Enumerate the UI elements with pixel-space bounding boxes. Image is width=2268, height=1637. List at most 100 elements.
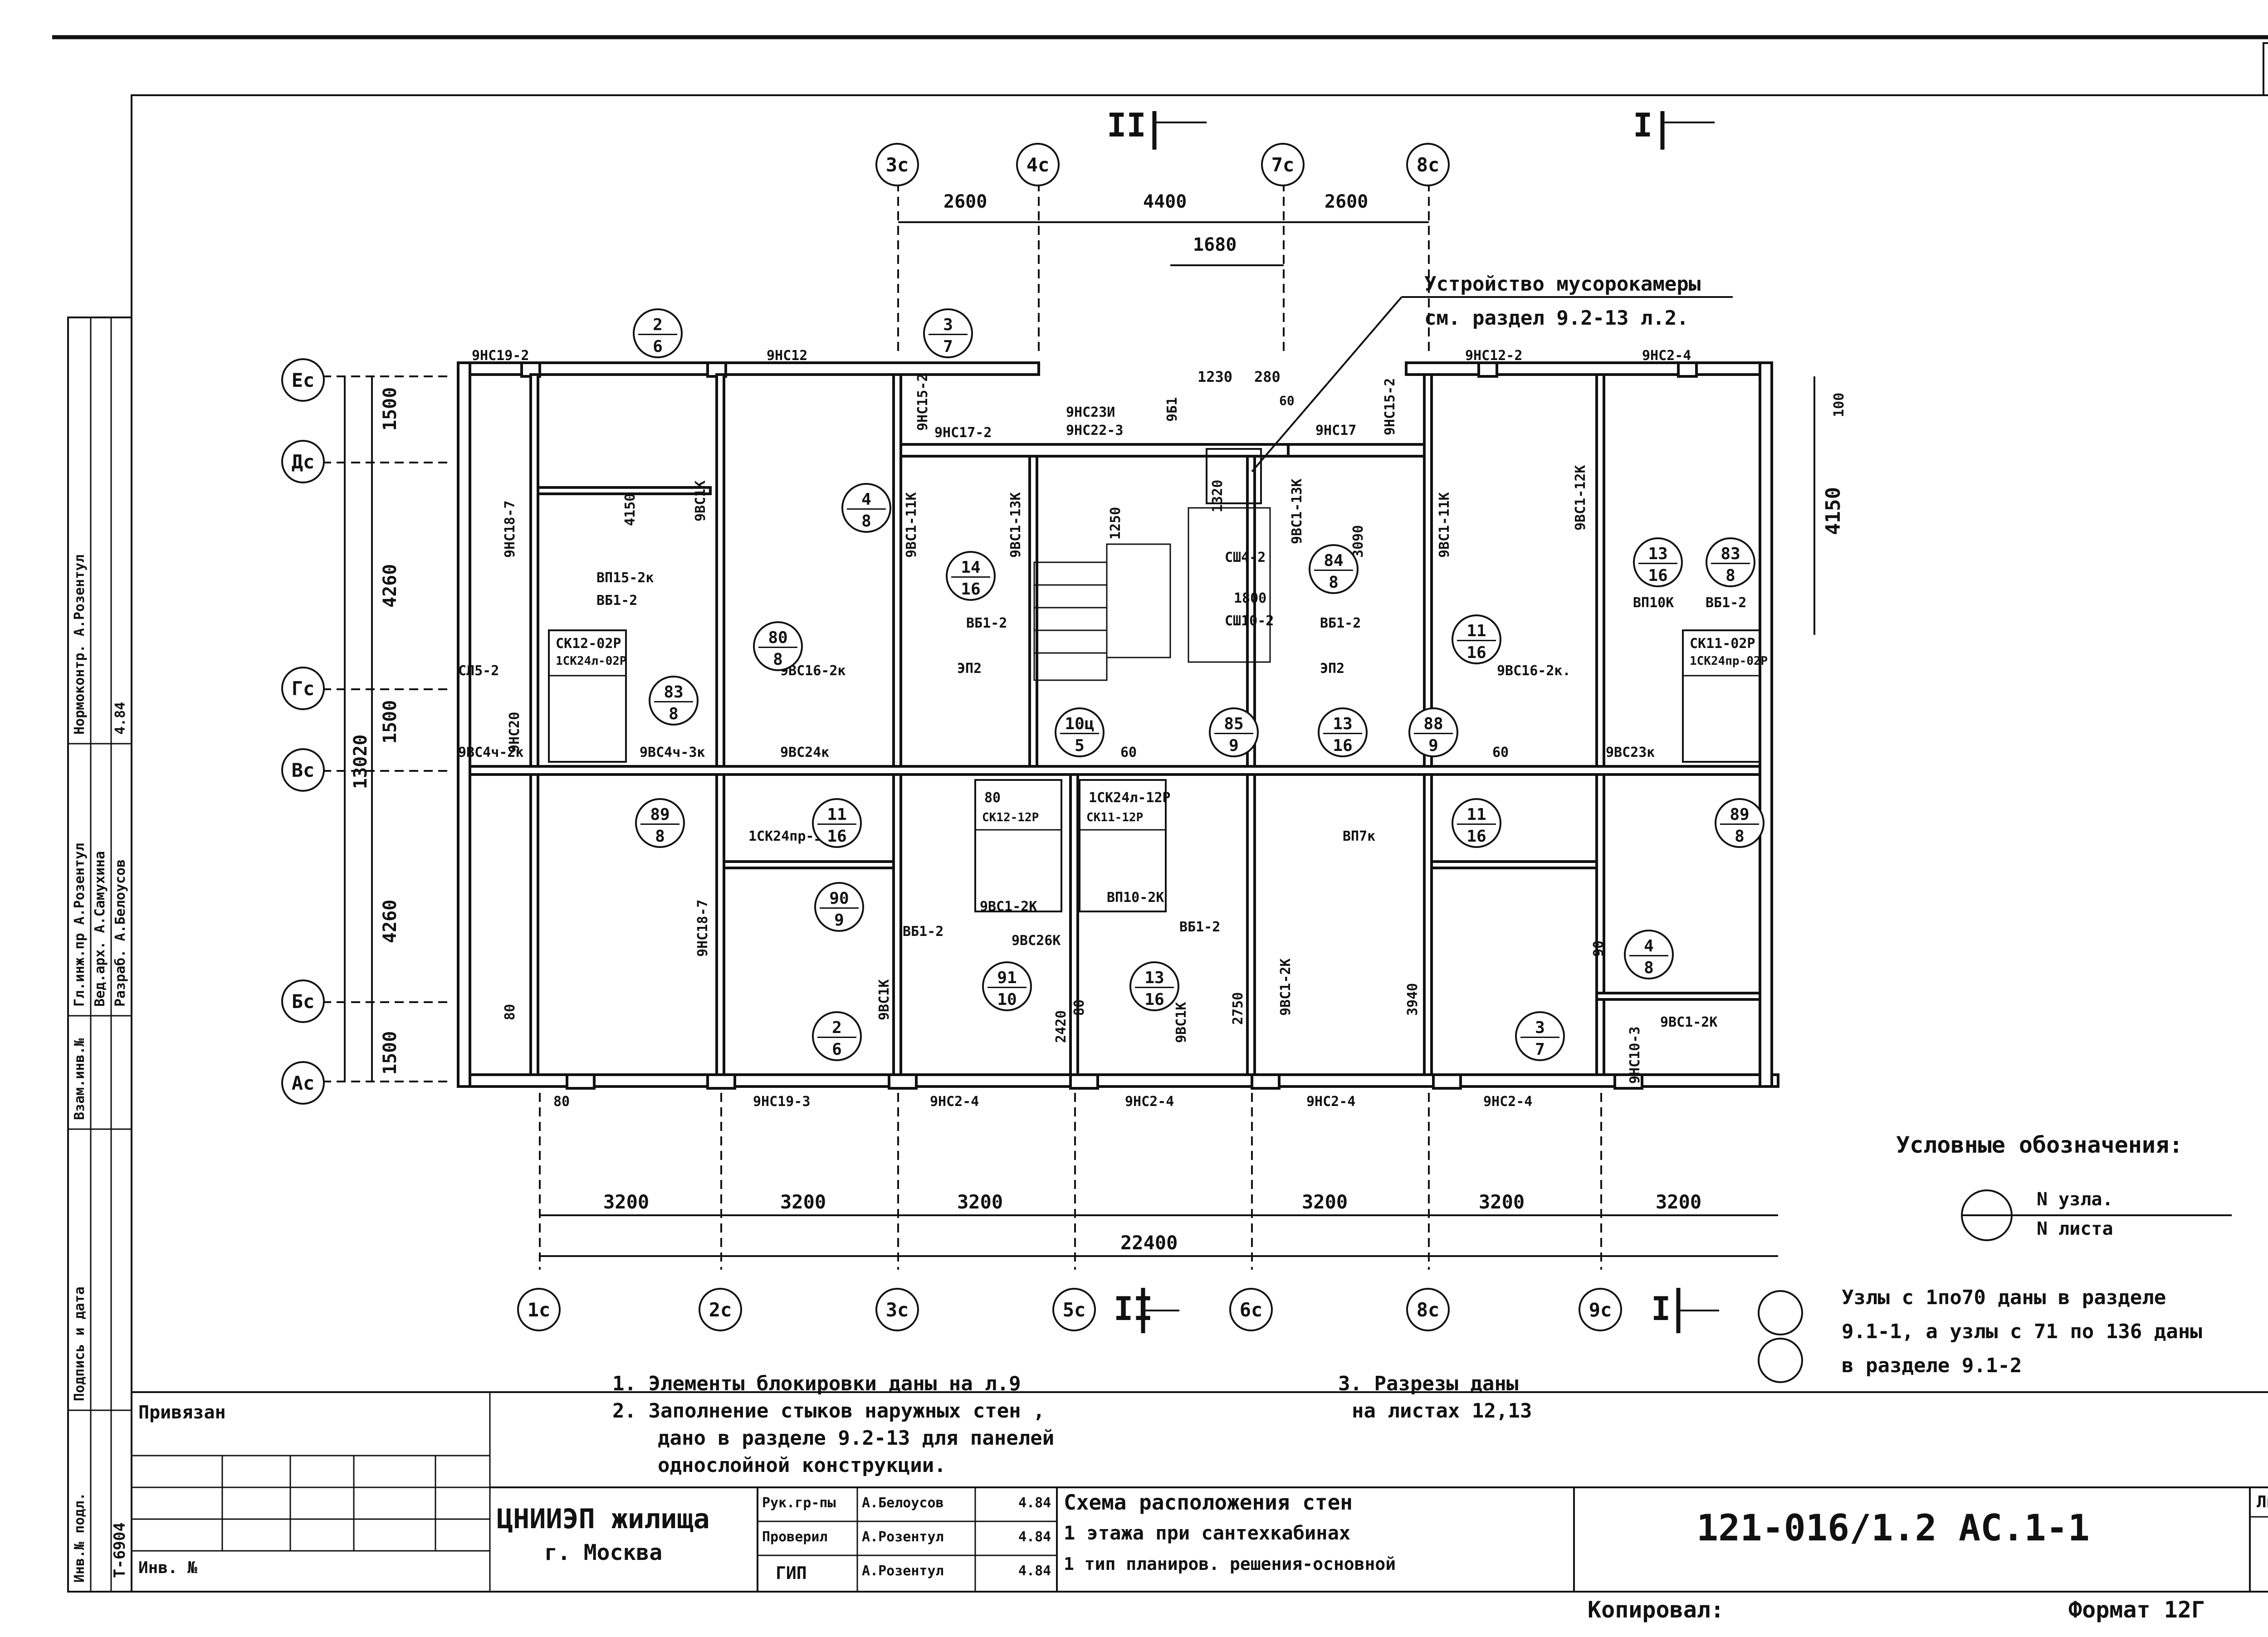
title-block [131, 1391, 2268, 1593]
wall-label: 9ВС1-13К [1008, 492, 1024, 558]
wall-label: 9ВС1-2К [1660, 1014, 1718, 1030]
wall-label: 1250 [1108, 507, 1124, 540]
axis-left-E: Ес [281, 358, 325, 402]
legend-bottom: N листа [2037, 1218, 2113, 1239]
wall-label: 90 [1591, 940, 1607, 957]
wall-label: 9ВС1-13К [1289, 478, 1305, 545]
tb-date-1: 4.84 [1018, 1495, 1051, 1511]
dim-right-100: 100 [1831, 392, 1847, 417]
wall-label: 3940 [1405, 983, 1421, 1016]
left-strip-podpis: Подпись и дата [72, 1286, 88, 1401]
axis-left-A: Ас [281, 1061, 325, 1105]
wall-label: ВБ1-2 [1706, 595, 1747, 611]
wall-label: ЭП2 [1320, 661, 1345, 677]
wall-label: 1СК24л-12Р [1089, 790, 1171, 806]
wall-label: СЛ5-2 [458, 663, 499, 679]
dim-top-2600-a: 2600 [943, 191, 987, 212]
wall-label: 9ВС1-2К [980, 899, 1037, 915]
legend-title: Условные обозначения: [1896, 1132, 2183, 1158]
legend-symbol [1961, 1189, 2232, 1241]
tb-privyazan: Привязан [138, 1402, 226, 1423]
tb-list-label: Лист [2257, 1493, 2268, 1511]
stair-flight [1033, 448, 1271, 681]
interior-walls [469, 373, 1761, 1076]
axis-left-G: Гс [281, 667, 325, 710]
tb-code: 121-016/1.2 АС.1-1 [1696, 1507, 2090, 1549]
dim-bottom-22400: 22400 [1120, 1232, 1178, 1254]
dim-top-1680: 1680 [1193, 234, 1237, 255]
footer-format: Формат 12Г [2068, 1597, 2205, 1623]
wall-label: 1320 [1210, 479, 1226, 512]
tb-role-2: Проверил [762, 1529, 828, 1545]
wall-label: 9НС17 [1315, 423, 1357, 438]
left-strip-vzam: Взам.инв.№ [72, 1038, 88, 1120]
callout-leader [1251, 296, 1403, 473]
dim-bottom-3200-2: 3200 [780, 1191, 826, 1213]
wall-label: ВБ1-2 [596, 593, 638, 609]
axis-top-7c: 7с [1261, 143, 1305, 186]
dim-left-4260-b: 4260 [380, 899, 401, 943]
dim-top-60: 60 [1279, 393, 1295, 408]
wall-label: ВБ1-2 [1320, 615, 1361, 631]
wall-label: 2420 [1053, 1010, 1069, 1043]
tb-title-1: Схема расположения стен [1064, 1490, 1353, 1515]
wall-label: СК12-02Р [556, 636, 621, 652]
note-3a: 3. Разрезы даны [1338, 1372, 1519, 1395]
axis-bottom-6c: 6с [1229, 1288, 1273, 1331]
tb-role-1: Рук.гр-пы [762, 1495, 836, 1511]
wall-label: ВБ1-2 [966, 615, 1007, 631]
legend-note-3: в разделе 9.1-2 [1842, 1354, 2022, 1377]
left-strip-inv-podl: Инв.№ подл. [72, 1492, 88, 1583]
wall-label: 9ВС1-12К [1573, 465, 1589, 531]
wall-label: 4150 [622, 493, 638, 526]
wall-label: 9НС2-4 [1125, 1094, 1174, 1110]
axis-top-4c: 4с [1016, 143, 1060, 186]
wall-label: СК11-02Р [1690, 636, 1755, 652]
wall-label: 9ВС1-11К [1437, 492, 1452, 558]
dim-left-1500-a: 1500 [380, 387, 401, 431]
tb-date-2: 4.84 [1018, 1529, 1051, 1545]
section-bottom-right: I [1651, 1290, 1671, 1328]
wall-label: 9НС19-2 [472, 348, 529, 364]
wall-label: 9НС2-4 [1306, 1094, 1356, 1110]
wall-label: 9ВС1К [693, 480, 709, 521]
grid-lines [322, 168, 1602, 1270]
axis-bottom-9c: 9с [1579, 1288, 1622, 1331]
axis-left-D: Дс [281, 440, 325, 483]
legend-note-1: Узлы с 1по70 даны в разделе [1842, 1286, 2166, 1309]
wall-label: 9Б1 [1164, 397, 1180, 422]
wall-label: 60 [1492, 745, 1509, 760]
dim-right-4150: 4150 [1822, 487, 1845, 535]
wall-label: 9ВС1К [876, 979, 892, 1020]
wall-label: 9НС18-7 [695, 899, 711, 957]
wall-label: 80 [553, 1094, 570, 1110]
dim-top-1230: 1230 [1198, 368, 1233, 385]
axis-bottom-8c: 8с [1406, 1288, 1450, 1331]
wall-label: 2750 [1230, 992, 1246, 1025]
callout-line1: Устройство мусорокамеры [1424, 273, 1701, 296]
wall-label: 9НС23И [1066, 404, 1115, 420]
left-strip-row1: Нормоконтр. А.Розентул [72, 555, 88, 735]
tb-title-3: 1 тип планиров. решения-основной [1064, 1554, 1396, 1574]
wall-label: 9НС12 [767, 348, 808, 364]
wall-label: ВП10-2К [1107, 890, 1164, 906]
wall-label: 60 [1120, 745, 1137, 760]
wall-label: 9ВС24к [780, 745, 830, 760]
section-top-right: I [1633, 106, 1653, 144]
note-1: 1. Элементы блокировки даны на л.9 [612, 1372, 1021, 1395]
wall-label: ВП15-2к [596, 570, 654, 586]
wall-label: ВП10К [1633, 595, 1674, 611]
wall-label: 9НС18-7 [502, 500, 518, 558]
